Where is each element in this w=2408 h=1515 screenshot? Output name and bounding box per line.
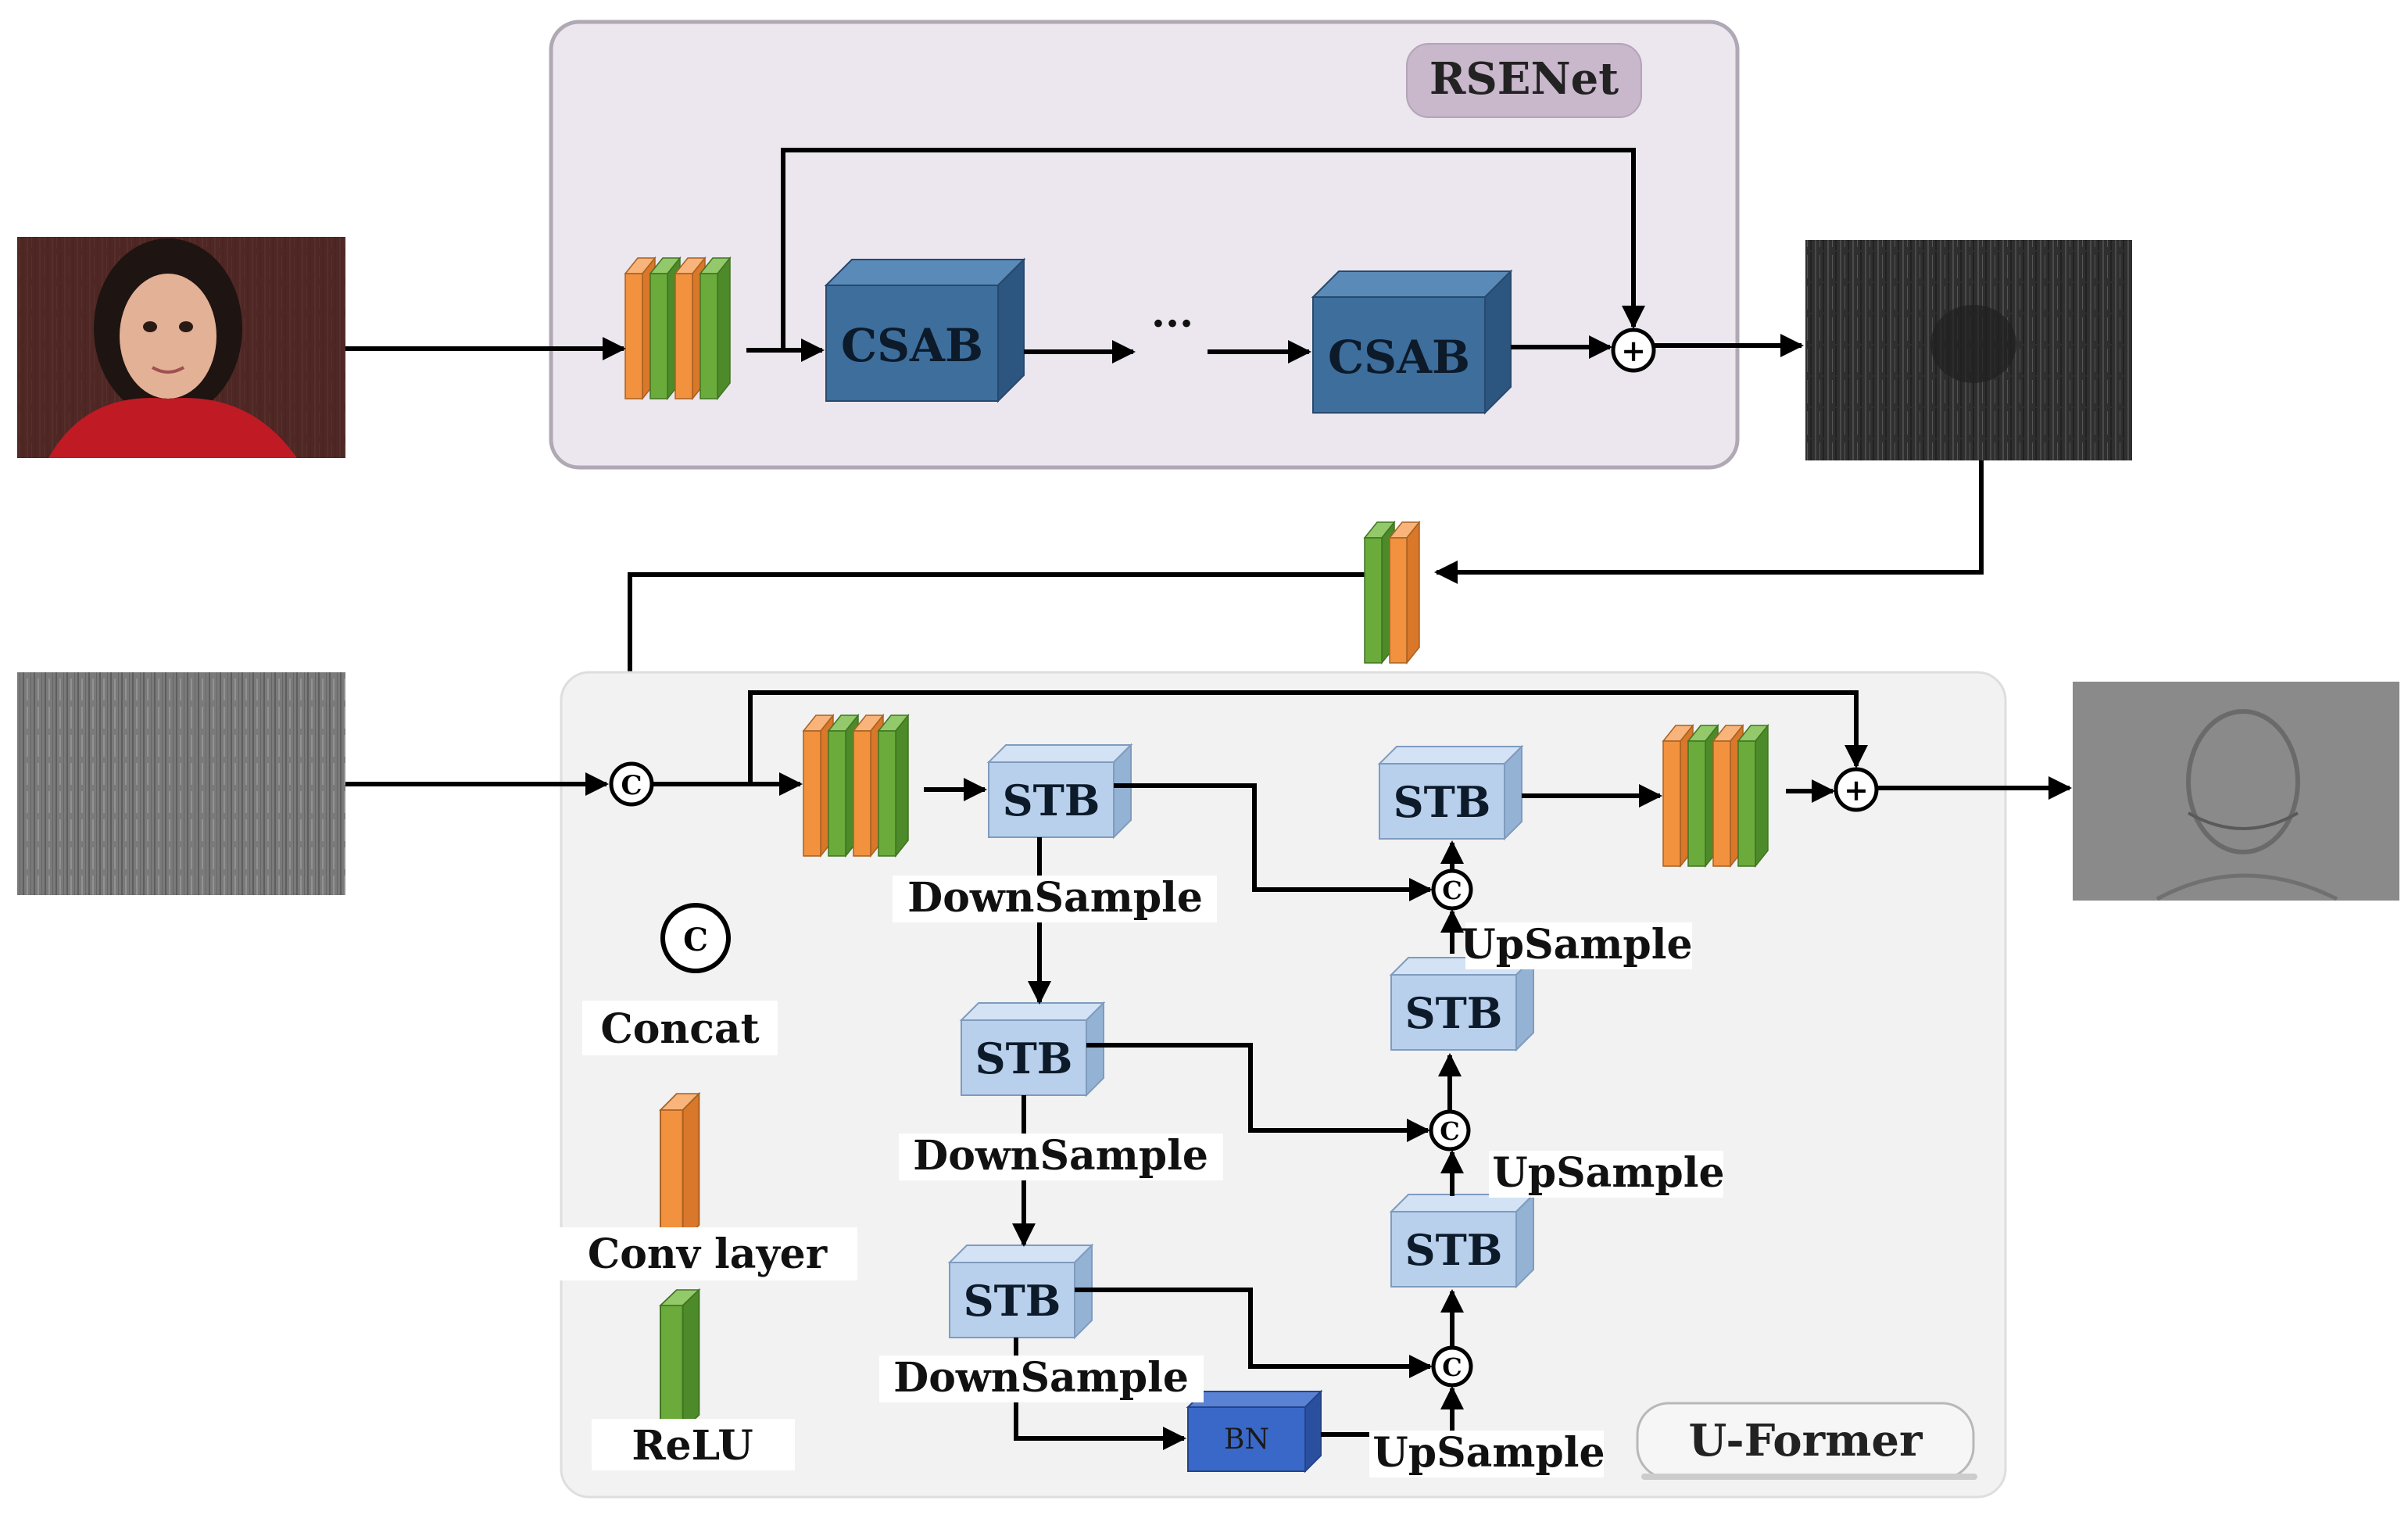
svg-text:C: C [1440, 1116, 1459, 1146]
decoder-concat-node-1: C [1431, 869, 1473, 911]
svg-text:DownSample: DownSample [913, 1132, 1208, 1180]
svg-text:STB: STB [964, 1276, 1061, 1326]
uformer-title-badge: U-Former [1636, 1402, 1977, 1480]
rsenet-output-image [1805, 240, 2132, 460]
rsenet-ellipsis: ··· [1151, 300, 1193, 348]
uformer-add-node: + [1834, 767, 1879, 812]
decoder-concat-node-3: C [1431, 1345, 1473, 1388]
rsenet-title-badge: RSENet [1406, 43, 1642, 118]
svg-text:STB: STB [1405, 1225, 1503, 1275]
csab-block-2: CSAB [1311, 269, 1513, 415]
upsample-label-1: UpSample [1460, 921, 1693, 969]
final-output-image [2073, 682, 2399, 901]
legend-relu-label: ReLU [632, 1422, 753, 1470]
svg-text:+: + [1621, 333, 1646, 368]
downsample-label-2: DownSample [899, 1132, 1223, 1180]
svg-text:C: C [1442, 1352, 1462, 1382]
uformer-title: U-Former [1688, 1415, 1923, 1467]
stb-decoder-2: STB [1390, 957, 1534, 1051]
legend-concat-symbol: C [660, 903, 731, 973]
svg-text:STB: STB [975, 1033, 1073, 1083]
legend-conv-label: Conv layer [588, 1230, 828, 1278]
uformer-conv-stack-in [803, 715, 909, 857]
svg-text:C: C [621, 770, 642, 801]
rsenet-add-node: + [1611, 328, 1656, 373]
upsample-label-3: UpSample [1369, 1429, 1605, 1477]
bn-label: BN [1224, 1424, 1269, 1456]
legend: C Concat Conv layer ReLU [556, 903, 857, 1470]
legend-concat-label: Concat [600, 1005, 759, 1053]
rsenet-title: RSENet [1429, 53, 1619, 105]
downsample-label-1: DownSample [893, 874, 1217, 922]
svg-text:C: C [1442, 876, 1462, 905]
svg-text:DownSample: DownSample [893, 1354, 1189, 1402]
uformer-connectors [345, 690, 2072, 1450]
rsenet-conv-stack [624, 257, 731, 399]
stb-encoder-1: STB [988, 744, 1132, 838]
legend-relu-swatch [660, 1289, 700, 1431]
svg-text:UpSample: UpSample [1492, 1149, 1724, 1197]
uformer-conv-stack-out [1662, 725, 1769, 867]
csab-label-1: CSAB [841, 319, 983, 372]
stb-decoder-1: STB [1379, 746, 1522, 840]
csab-block-1: CSAB [824, 257, 1026, 403]
rsenet-connectors [345, 148, 1804, 364]
csab-label-2: CSAB [1328, 331, 1470, 384]
stb-decoder-3: STB [1390, 1194, 1534, 1288]
svg-text:DownSample: DownSample [907, 874, 1203, 922]
stb-encoder-3: STB [949, 1245, 1093, 1338]
legend-conv-swatch [660, 1093, 700, 1242]
upsample-label-2: UpSample [1489, 1149, 1725, 1198]
svg-text:C: C [683, 922, 708, 958]
decoder-concat-node-2: C [1429, 1109, 1471, 1151]
svg-text:STB: STB [1394, 777, 1491, 827]
svg-text:STB: STB [1405, 988, 1503, 1038]
uformer-panel [560, 671, 2007, 1499]
stb-encoder-2: STB [961, 1002, 1104, 1096]
middle-conv-stack [1364, 521, 1420, 664]
svg-text:UpSample: UpSample [1372, 1429, 1605, 1477]
svg-text:UpSample: UpSample [1460, 921, 1692, 969]
noise-input-image [17, 672, 345, 895]
downsample-label-3: DownSample [879, 1354, 1204, 1402]
input-image [17, 237, 345, 458]
svg-text:STB: STB [1003, 775, 1100, 826]
bn-block: BN [1186, 1389, 1323, 1474]
uformer-concat-node: C [609, 761, 654, 807]
svg-text:+: + [1844, 772, 1869, 808]
